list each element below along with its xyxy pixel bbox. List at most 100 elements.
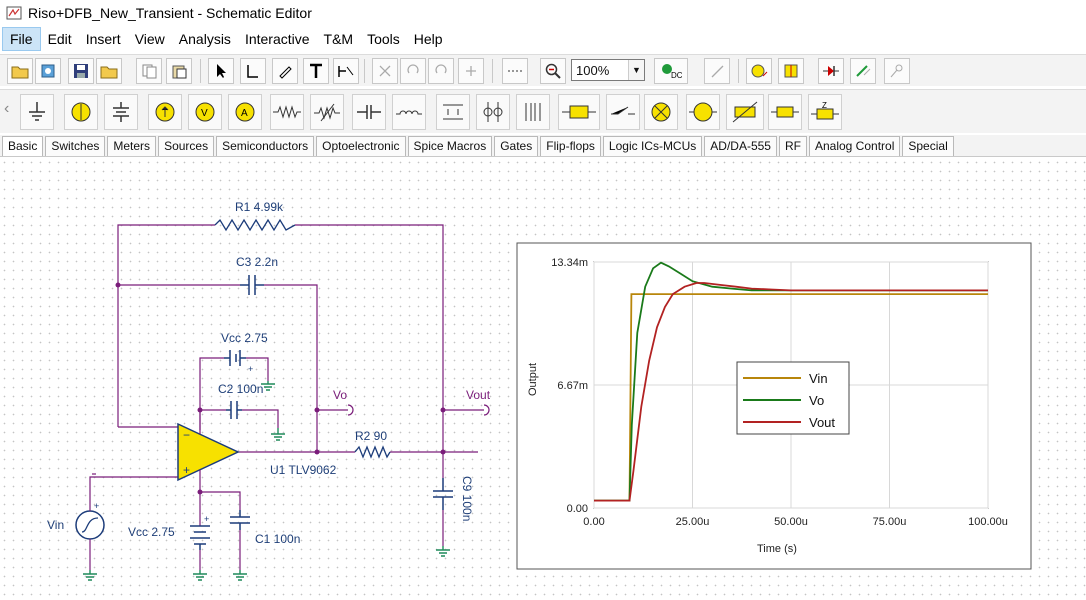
voltage-source-button[interactable]: [64, 94, 98, 130]
open-button[interactable]: [96, 58, 122, 84]
tab-spice-macros[interactable]: Spice Macros: [407, 136, 493, 156]
menu-edit[interactable]: Edit: [47, 31, 72, 47]
switch-icon: [784, 64, 798, 78]
svg-text:+: +: [94, 501, 99, 511]
transformer-button[interactable]: [436, 94, 470, 130]
menu-help[interactable]: Help: [413, 31, 443, 47]
diode-button[interactable]: [818, 58, 844, 84]
coupled-inductor-button[interactable]: [476, 94, 510, 130]
potentiometer-icon: [314, 103, 340, 122]
menu-tm[interactable]: T&M: [323, 31, 354, 47]
probe-dropdown-button[interactable]: DC: [654, 58, 688, 84]
r2-resistor[interactable]: [354, 445, 391, 459]
tab-gates[interactable]: Gates: [494, 136, 539, 156]
thermistor-button[interactable]: [726, 94, 764, 130]
tab-special[interactable]: Special: [902, 136, 954, 156]
measure-button[interactable]: [704, 58, 730, 84]
redo-button[interactable]: [428, 58, 454, 84]
switch-button[interactable]: [778, 58, 804, 84]
u1-opamp[interactable]: − +: [177, 422, 240, 482]
menu-bar: File Edit Insert View Analysis Interactive T&M…: [0, 27, 1086, 51]
chevron-down-icon[interactable]: ▼: [628, 60, 644, 80]
resistor-button[interactable]: [270, 94, 304, 130]
potentiometer-button[interactable]: [310, 94, 344, 130]
vin-source[interactable]: [75, 503, 105, 546]
tab-analog-control[interactable]: Analog Control: [808, 136, 901, 156]
annotate-button[interactable]: [850, 58, 876, 84]
ground-component-button[interactable]: [20, 94, 54, 130]
legend-label-vin: Vin: [809, 371, 828, 386]
vcc-top-battery[interactable]: [224, 350, 246, 366]
pen-tool-button[interactable]: [272, 58, 298, 84]
tab-flip-flops[interactable]: Flip-flops: [540, 136, 601, 156]
lamp-button[interactable]: [644, 94, 678, 130]
menu-interactive[interactable]: Interactive: [244, 31, 310, 47]
measure-icon: [711, 65, 724, 78]
capacitor-button[interactable]: [352, 94, 386, 130]
current-source-button[interactable]: [148, 94, 182, 130]
scroll-left-icon[interactable]: ‹: [4, 100, 10, 117]
tab-meters[interactable]: Meters: [107, 136, 157, 156]
wire-tool-button[interactable]: [240, 58, 266, 84]
menu-view[interactable]: View: [134, 31, 165, 47]
tab-ad-da[interactable]: AD/DA-555: [704, 136, 777, 156]
menu-analysis[interactable]: Analysis: [178, 31, 231, 47]
cut-button[interactable]: [372, 58, 398, 84]
zoom-select[interactable]: 100% ▼: [571, 59, 645, 81]
menu-file[interactable]: File: [2, 27, 41, 51]
paste-button[interactable]: [166, 58, 192, 84]
motor-icon: [689, 102, 717, 122]
c1-capacitor[interactable]: [230, 510, 250, 530]
switch-component-button[interactable]: [606, 94, 640, 130]
save-icon: [74, 64, 88, 78]
c3-capacitor[interactable]: [240, 275, 264, 295]
pin-tool-button[interactable]: [884, 58, 910, 84]
schematic-canvas[interactable]: R1 4.99k C3 2.2n Vcc 2.75 + C2 100n: [0, 158, 1086, 600]
tab-sources[interactable]: Sources: [158, 136, 215, 156]
open-folder-button[interactable]: [7, 58, 33, 84]
fuse-button[interactable]: [768, 94, 802, 130]
menu-insert[interactable]: Insert: [85, 31, 121, 47]
inductor-button[interactable]: [392, 94, 426, 130]
select-tool-button[interactable]: [208, 58, 234, 84]
battery-button[interactable]: [104, 94, 138, 130]
voltage-pin-icon: [751, 64, 768, 78]
battery-icon: [113, 102, 129, 122]
crystal-button[interactable]: [558, 94, 600, 130]
add-pin-button[interactable]: [458, 58, 484, 84]
voltmeter-button[interactable]: V: [188, 94, 222, 130]
ideal-transformer-button[interactable]: [516, 94, 550, 130]
vcc-bottom-battery[interactable]: [190, 525, 210, 550]
ammeter-button[interactable]: A: [228, 94, 262, 130]
tab-basic[interactable]: Basic: [2, 136, 44, 156]
tab-logic-ics[interactable]: Logic ICs-MCUs: [602, 136, 703, 156]
vout-node-terminal[interactable]: [478, 404, 490, 416]
copy-button[interactable]: [136, 58, 162, 84]
chart-y-tick-label: 6.67m: [557, 380, 588, 392]
capacitor-icon: [357, 105, 381, 119]
tab-switches[interactable]: Switches: [45, 136, 106, 156]
grid-button[interactable]: [502, 58, 528, 84]
zoom-button[interactable]: [540, 58, 566, 84]
svg-text:+: +: [183, 463, 190, 477]
text-tool-button[interactable]: [303, 58, 329, 84]
vo-node-terminal[interactable]: [340, 404, 354, 416]
open-library-button[interactable]: [35, 58, 61, 84]
node-label-button[interactable]: [333, 58, 359, 84]
r2-label: R2 90: [355, 429, 387, 443]
c2-capacitor[interactable]: [226, 401, 242, 419]
r1-resistor[interactable]: [214, 218, 296, 232]
tab-rf[interactable]: RF: [778, 136, 807, 156]
tab-semiconductors[interactable]: Semiconductors: [216, 136, 315, 156]
tab-optoelectronic[interactable]: Optoelectronic: [316, 136, 406, 156]
motor-button[interactable]: [686, 94, 720, 130]
c9-capacitor[interactable]: [433, 478, 453, 510]
save-button[interactable]: [68, 58, 94, 84]
zener-button[interactable]: Z: [808, 94, 842, 130]
voltage-pin-button[interactable]: [746, 58, 772, 84]
undo-button[interactable]: [400, 58, 426, 84]
menu-tools[interactable]: Tools: [367, 31, 400, 47]
